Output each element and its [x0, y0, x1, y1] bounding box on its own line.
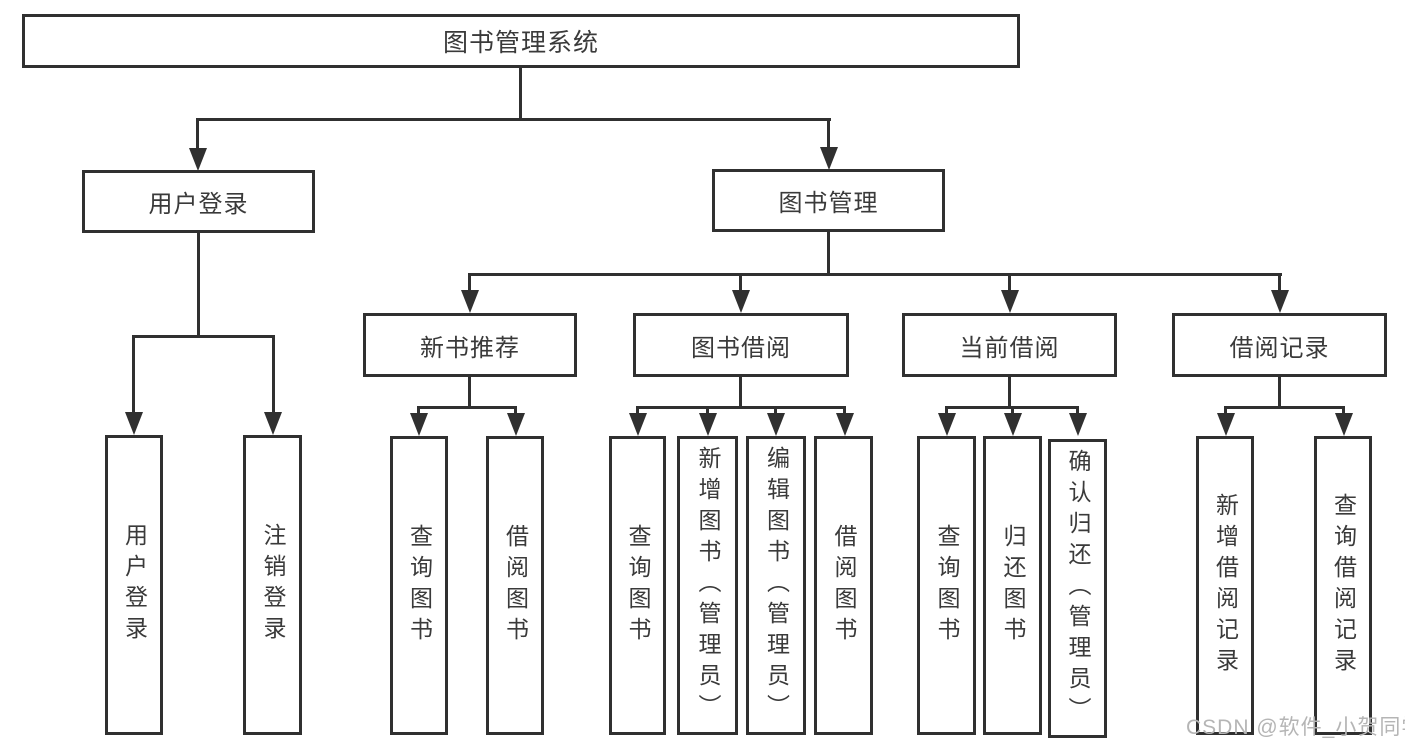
leaf-borrow-book-2-label: 借阅图书 [831, 523, 857, 648]
leaf-query-book-2-label: 查询图书 [625, 523, 651, 648]
connector-section-stem [739, 377, 742, 408]
connector-root-hbar [196, 118, 831, 121]
node-user-login: 用户登录 [82, 170, 315, 233]
leaf-query-book-1: 查询图书 [390, 436, 448, 735]
connector-arrow-stem [843, 406, 846, 416]
arrow-down-icon [1335, 413, 1353, 436]
connector-arrow-stem [514, 406, 517, 416]
leaf-edit-book-admin-label: 编辑图书（管理员） [763, 446, 790, 725]
arrow-down-icon [189, 148, 207, 171]
connector-arrow-stem [774, 406, 777, 416]
arrow-down-icon [836, 413, 854, 436]
connector-arrow-stem [739, 273, 742, 295]
node-borrow-records: 借阅记录 [1172, 313, 1387, 377]
connector-arrow-stem [827, 118, 830, 154]
leaf-logout-label: 注销登录 [260, 523, 286, 647]
arrow-down-icon [820, 147, 838, 170]
leaf-query-book-1-label: 查询图书 [406, 523, 433, 648]
leaf-add-book-admin: 新增图书（管理员） [677, 436, 738, 735]
leaf-add-book-admin-label: 新增图书（管理员） [695, 446, 721, 725]
leaf-edit-book-admin: 编辑图书（管理员） [746, 436, 806, 735]
leaf-user-login: 用户登录 [105, 435, 163, 735]
leaf-borrow-book-1: 借阅图书 [486, 436, 544, 735]
arrow-down-icon [264, 412, 282, 435]
node-root: 图书管理系统 [22, 14, 1020, 68]
connector-arrow-stem [196, 118, 199, 154]
connector-login-stem [197, 233, 200, 338]
arrow-down-icon [1001, 290, 1019, 313]
leaf-borrow-book-1-label: 借阅图书 [502, 523, 529, 648]
connector-arrow-stem [468, 273, 471, 295]
leaf-user-login-label: 用户登录 [121, 523, 148, 647]
connector-arrow-stem [417, 406, 420, 416]
arrow-down-icon [461, 290, 479, 313]
connector-root-stem [519, 68, 522, 121]
arrow-down-icon [1271, 290, 1289, 313]
leaf-add-borrow-record: 新增借阅记录 [1196, 436, 1254, 735]
arrow-down-icon [1069, 413, 1087, 436]
connector-arrow-stem [272, 335, 275, 415]
connector-section-stem [468, 377, 471, 408]
arrow-down-icon [410, 413, 428, 436]
connector-login-hbar [132, 335, 275, 338]
arrow-down-icon [938, 413, 956, 436]
arrow-down-icon [1004, 413, 1022, 436]
connector-arrow-stem [1278, 273, 1281, 295]
arrow-down-icon [629, 413, 647, 436]
node-user-login-label: 用户登录 [148, 191, 249, 218]
node-new-book-recommend: 新书推荐 [363, 313, 577, 377]
leaf-confirm-return-admin: 确认归还（管理员） [1048, 439, 1107, 738]
connector-arrow-stem [1224, 406, 1227, 416]
arrow-down-icon [507, 413, 525, 436]
connector-arrow-stem [945, 406, 948, 416]
node-current-borrow-label: 当前借阅 [959, 334, 1060, 362]
connector-arrow-stem [1076, 406, 1079, 416]
leaf-query-borrow-record: 查询借阅记录 [1314, 436, 1372, 735]
connector-section-hbar [636, 406, 846, 409]
node-book-borrow: 图书借阅 [633, 313, 849, 377]
connector-arrow-stem [636, 406, 639, 416]
connector-section-hbar [417, 406, 517, 409]
node-book-management-label: 图书管理 [778, 190, 879, 217]
connector-arrow-stem [1342, 406, 1345, 416]
leaf-query-book-3: 查询图书 [917, 436, 976, 735]
arrow-down-icon [732, 290, 750, 313]
connector-management-hbar [468, 273, 1282, 276]
node-root-label: 图书管理系统 [442, 29, 599, 57]
connector-arrow-stem [706, 406, 709, 416]
connector-section-stem [1008, 377, 1011, 408]
arrow-down-icon [767, 413, 785, 436]
leaf-add-borrow-record-label: 新增借阅记录 [1212, 492, 1239, 679]
csdn-watermark: CSDN @软件_小贺同学 [1186, 716, 1405, 739]
connector-arrow-stem [1011, 406, 1014, 416]
leaf-confirm-return-admin-label: 确认归还（管理员） [1065, 449, 1091, 728]
leaf-borrow-book-2: 借阅图书 [814, 436, 873, 735]
leaf-query-book-2: 查询图书 [609, 436, 666, 735]
node-book-management: 图书管理 [712, 169, 945, 232]
arrow-down-icon [1217, 413, 1235, 436]
node-borrow-records-label: 借阅记录 [1229, 334, 1330, 362]
connector-section-stem [1278, 377, 1281, 408]
leaf-return-book: 归还图书 [983, 436, 1042, 735]
leaf-logout: 注销登录 [243, 435, 302, 735]
connector-section-hbar [1224, 406, 1345, 409]
leaf-query-book-3-label: 查询图书 [934, 523, 960, 648]
leaf-query-borrow-record-label: 查询借阅记录 [1330, 492, 1357, 679]
node-new-book-recommend-label: 新书推荐 [420, 334, 520, 362]
arrow-down-icon [699, 413, 717, 436]
leaf-return-book-label: 归还图书 [1000, 523, 1026, 648]
connector-arrow-stem [132, 335, 135, 415]
connector-arrow-stem [1008, 273, 1011, 295]
node-current-borrow: 当前借阅 [902, 313, 1117, 377]
arrow-down-icon [125, 412, 143, 435]
connector-management-stem [827, 232, 830, 276]
node-book-borrow-label: 图书借阅 [691, 334, 791, 362]
